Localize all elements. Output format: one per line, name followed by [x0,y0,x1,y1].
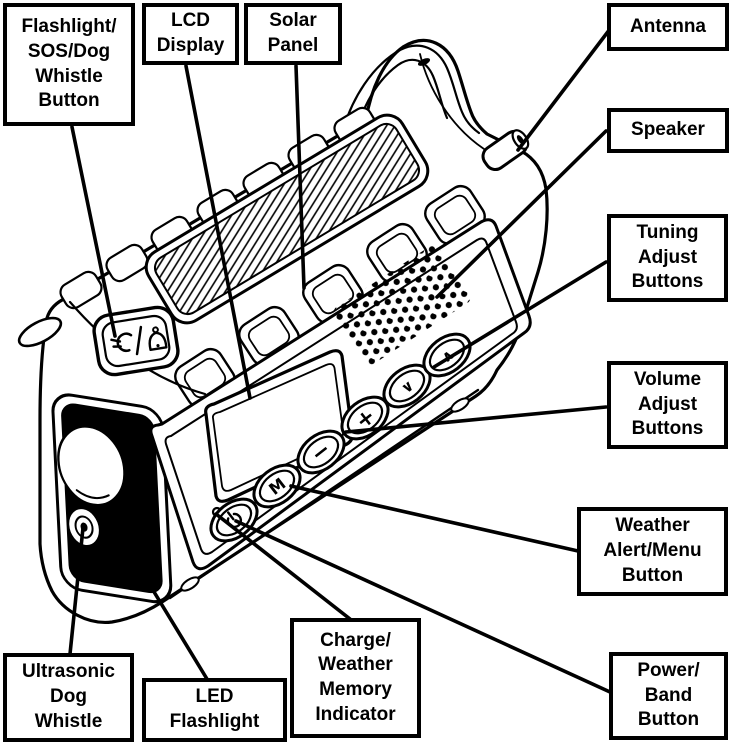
solar-panel [144,113,430,325]
leader-power [234,519,612,694]
leader-solar [294,64,306,290]
label-power-band-button: Power/ Band Button [609,652,728,740]
leader-led-flashlight [146,580,209,681]
foot-right [450,397,470,413]
leader-volume [344,405,608,434]
speaker-grille [333,245,471,365]
label-ultrasonic-dog-whistle: Ultrasonic Dog Whistle [3,653,134,742]
power-band-button [209,497,259,543]
volume-down-button: − [296,429,346,475]
dog-whistle-icon [148,326,168,352]
strap-loop [17,316,63,348]
leader-speaker [435,129,608,299]
label-antenna: Antenna [607,3,729,51]
label-weather-alert-menu-button: Weather Alert/Menu Button [577,507,728,596]
left-end-face [51,393,173,604]
led-flashlight-lens [57,425,126,507]
grip-bumps-top [59,106,377,310]
leader-weather [289,484,580,553]
label-volume-adjust-buttons: Volume Adjust Buttons [607,361,728,449]
leader-flashlight-sos [70,125,117,338]
label-flashlight-sos-dog-whistle-button: Flashlight/ SOS/Dog Whistle Button [3,3,135,126]
label-lcd-display: LCD Display [142,3,239,65]
label-tuning-adjust-buttons: Tuning Adjust Buttons [607,214,728,302]
label-solar-panel: Solar Panel [244,3,342,65]
leader-lines [68,27,612,694]
foot-left [180,576,200,592]
hinge-dot [417,58,431,66]
leader-tuning [432,260,608,369]
tune-down-button: ∨ [382,363,432,409]
slash-icon [135,325,143,356]
leader-charge [214,512,352,621]
flashlight-sos-whistle-button [92,305,180,377]
sos-swirl-icon [110,332,133,352]
label-led-flashlight: LED Flashlight [142,678,287,742]
weather-alert-menu-button: M [252,463,302,509]
leader-ultrasonic [68,526,85,656]
leader-lcd [184,64,252,400]
label-charge-weather-memory-indicator: Charge/ Weather Memory Indicator [290,618,421,738]
leader-antenna [516,27,612,152]
label-speaker: Speaker [607,108,729,153]
